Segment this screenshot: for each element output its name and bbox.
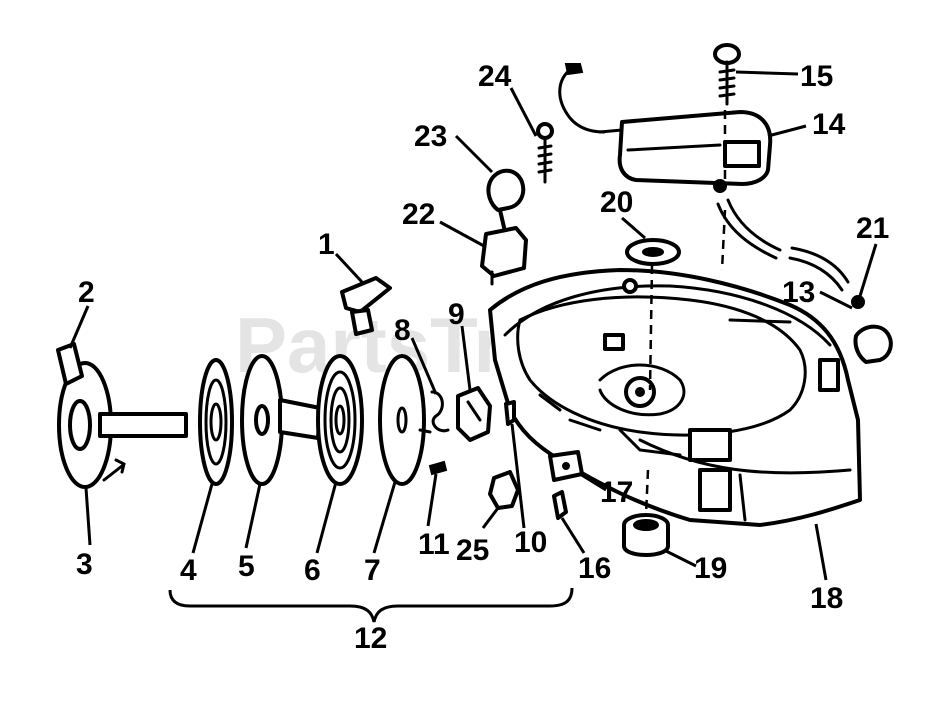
label-16: 16 <box>578 552 611 585</box>
screw-part-15[interactable] <box>713 43 741 106</box>
bushing-part-19[interactable] <box>622 513 670 557</box>
label-24: 24 <box>478 60 512 93</box>
label-9: 9 <box>448 298 465 331</box>
guide-part-25[interactable] <box>488 470 520 510</box>
label-18: 18 <box>810 582 843 615</box>
assembly-line <box>644 110 727 516</box>
label-1: 1 <box>318 228 335 261</box>
label-7: 7 <box>364 554 381 587</box>
spring-clip-part-8[interactable] <box>430 390 450 433</box>
coil-wire <box>558 66 606 134</box>
pin-part-10[interactable] <box>504 400 516 426</box>
spring-disc-part-4[interactable] <box>198 358 234 486</box>
handle-part-2[interactable] <box>56 342 84 386</box>
label-17: 17 <box>600 476 633 509</box>
group-12-bracket <box>168 587 574 623</box>
label-11: 11 <box>418 528 450 561</box>
label-21: 21 <box>856 212 889 245</box>
part-labels: 1 2 3 4 5 6 7 8 9 10 11 12 13 14 15 16 1… <box>76 60 889 655</box>
label-5: 5 <box>238 550 255 583</box>
bolt-part-24[interactable] <box>536 122 554 184</box>
nut-part-16[interactable] <box>552 490 568 520</box>
label-15: 15 <box>800 60 833 93</box>
nozzle-part-21[interactable] <box>851 295 893 364</box>
label-14: 14 <box>812 108 846 141</box>
label-13: 13 <box>782 276 815 309</box>
label-25: 25 <box>456 534 489 567</box>
label-8: 8 <box>394 314 411 347</box>
label-19: 19 <box>694 552 727 585</box>
plate-part-7[interactable] <box>378 354 432 486</box>
label-22: 22 <box>402 198 435 231</box>
spring-part-6[interactable] <box>316 354 364 486</box>
label-10: 10 <box>514 526 547 559</box>
pawl-part-9[interactable] <box>456 386 492 442</box>
clip-part-11[interactable] <box>428 460 448 476</box>
pulley-part-3[interactable] <box>57 361 188 489</box>
label-12: 12 <box>354 622 387 655</box>
wire-terminal <box>564 63 584 76</box>
bracket-part-22[interactable] <box>480 209 528 286</box>
housing-part-18[interactable] <box>488 268 862 527</box>
label-23: 23 <box>414 120 447 153</box>
knob-part-23[interactable] <box>486 168 526 212</box>
label-2: 2 <box>78 276 95 309</box>
cam-part-1[interactable] <box>340 276 392 336</box>
label-20: 20 <box>600 186 633 219</box>
label-4: 4 <box>180 554 197 587</box>
label-3: 3 <box>76 548 93 581</box>
label-6: 6 <box>304 554 321 587</box>
coil-part-14[interactable] <box>598 110 773 193</box>
leader-lines <box>68 70 878 581</box>
hose-part-13[interactable] <box>716 198 850 292</box>
